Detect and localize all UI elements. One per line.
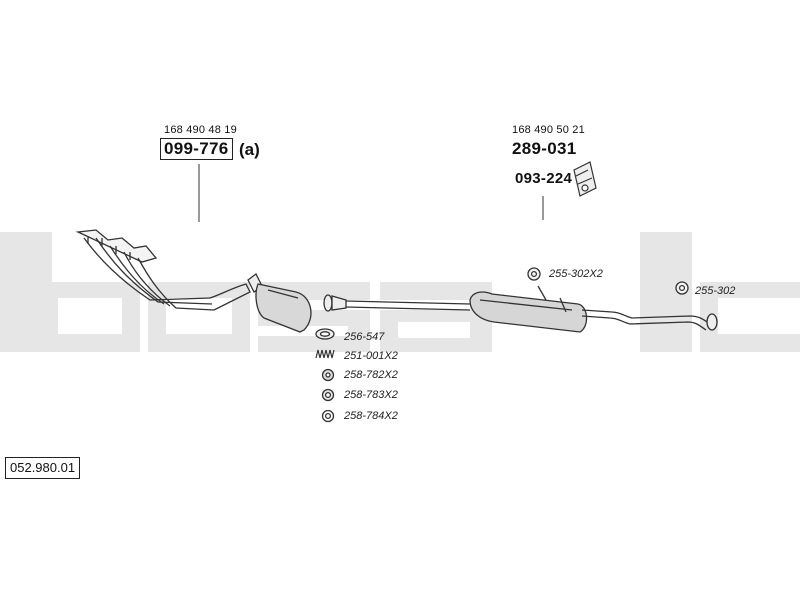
seal-ring-icon [321,409,335,423]
part-number-manifold: 099-776 [160,138,233,160]
exhaust-manifold-icon [75,229,251,311]
pipe-flange-icon [323,294,347,312]
rear-muffler-icon [469,285,588,333]
part-label-mount-rear: 255-302 [695,285,736,297]
gasket-ring-icon [315,328,335,340]
part-label-spring: 251-001X2 [344,350,398,362]
part-number-hanger: 093-224 [515,170,573,187]
intermediate-pipe [345,300,471,311]
nut-icon [321,368,335,382]
oem-number-muffler: 168 490 50 21 [512,124,585,136]
watermark-logo [0,232,800,352]
oem-number-manifold: 168 490 48 19 [164,124,237,136]
diagram-reference-number: 052.980.01 [5,457,81,479]
spring-icon [315,349,335,359]
part-label-seal-ring: 258-784X2 [344,410,398,422]
part-number-muffler: 289-031 [512,139,577,158]
hanger-bracket-icon [573,161,597,197]
part-label-washer: 258-783X2 [344,389,398,401]
washer-icon [321,388,335,402]
part-label-nut: 258-782X2 [344,369,398,381]
part-suffix-manifold: (a) [239,140,260,159]
tail-pipe [581,309,718,331]
rubber-mount-icon [527,267,689,295]
part-label-mount-center: 255-302X2 [549,268,603,280]
part-label-gasket: 256-547 [344,331,385,343]
catalytic-converter-icon [247,273,312,333]
